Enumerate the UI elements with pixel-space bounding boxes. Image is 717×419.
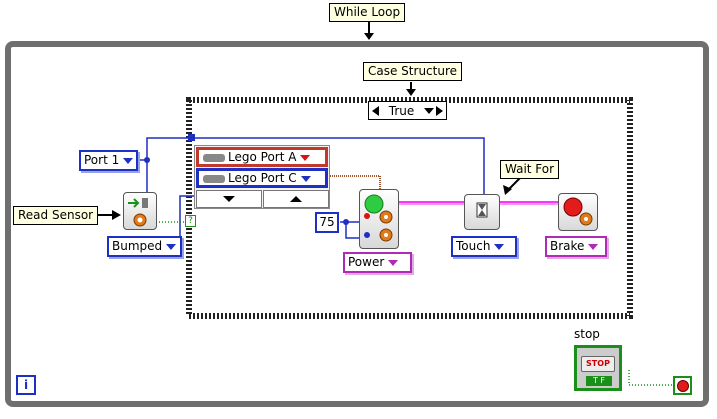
case-prev-icon[interactable]: [372, 105, 379, 116]
motor-ports-array[interactable]: Lego Port A Lego Port C: [194, 145, 330, 209]
brake-node[interactable]: [558, 193, 598, 231]
sensor-mode-value: Bumped: [112, 239, 163, 253]
chevron-down-icon: [388, 259, 399, 266]
stop-icon: [676, 379, 689, 392]
motor-port-c[interactable]: Lego Port C: [196, 168, 328, 188]
chevron-down-icon: [166, 243, 177, 250]
stop-button-text: STOP: [586, 359, 610, 368]
read-sensor-node[interactable]: [123, 192, 157, 230]
hourglass-icon: [476, 202, 488, 218]
while-loop-frame: [5, 41, 709, 407]
brake-icon: [563, 197, 593, 226]
wait-mode-selector[interactable]: Touch: [451, 236, 517, 257]
case-selector[interactable]: True: [368, 101, 447, 120]
power-mode-selector[interactable]: Power: [343, 252, 412, 273]
boolean-terminal[interactable]: ?: [185, 215, 196, 227]
wait-mode-value: Touch: [456, 239, 491, 253]
chevron-down-icon: [300, 154, 311, 161]
case-selector-value: True: [388, 103, 415, 118]
chevron-down-icon: [494, 243, 505, 250]
case-dropdown-icon[interactable]: [424, 107, 434, 114]
case-structure-frame: [186, 97, 633, 319]
array-decrement-button[interactable]: [196, 190, 262, 208]
arrow-down-icon: [223, 196, 235, 202]
motor-icon: [364, 194, 393, 242]
sensor-icon: [128, 198, 148, 227]
wait-for-label: Wait For: [500, 160, 560, 179]
port-selector[interactable]: Port 1: [79, 150, 138, 171]
loop-iteration-terminal[interactable]: i: [16, 375, 36, 395]
plug-icon: [203, 153, 225, 162]
case-structure-label: Case Structure: [363, 62, 463, 81]
sensor-mode-selector[interactable]: Bumped: [107, 236, 182, 257]
stop-button-control[interactable]: STOP T F: [574, 345, 622, 391]
motor-power-node[interactable]: [359, 189, 399, 249]
power-mode-value: Power: [348, 255, 385, 269]
motor-port-a-value: Lego Port A: [228, 150, 297, 164]
port-selector-value: Port 1: [84, 153, 120, 167]
stop-button[interactable]: STOP: [581, 356, 615, 372]
arrow-up-icon: [290, 196, 302, 202]
brake-mode-value: Brake: [550, 239, 585, 253]
array-increment-button[interactable]: [263, 190, 329, 208]
while-loop-label: While Loop: [329, 3, 406, 22]
plug-icon: [203, 174, 225, 183]
motor-port-a[interactable]: Lego Port A: [196, 147, 328, 167]
case-next-icon[interactable]: [436, 105, 443, 116]
chevron-down-icon: [588, 243, 599, 250]
chevron-down-icon: [300, 175, 311, 182]
stop-condition-terminal[interactable]: [673, 376, 692, 395]
read-sensor-label: Read Sensor: [13, 206, 99, 225]
power-constant[interactable]: 75: [315, 212, 339, 233]
brake-mode-selector[interactable]: Brake: [545, 236, 607, 257]
wait-for-node[interactable]: [464, 194, 500, 230]
stop-label: stop: [574, 327, 600, 341]
motor-port-c-value: Lego Port C: [228, 171, 297, 185]
stop-tf-indicator: T F: [586, 376, 612, 386]
chevron-down-icon: [123, 157, 134, 164]
wait-for-label-arrow: [507, 177, 521, 191]
